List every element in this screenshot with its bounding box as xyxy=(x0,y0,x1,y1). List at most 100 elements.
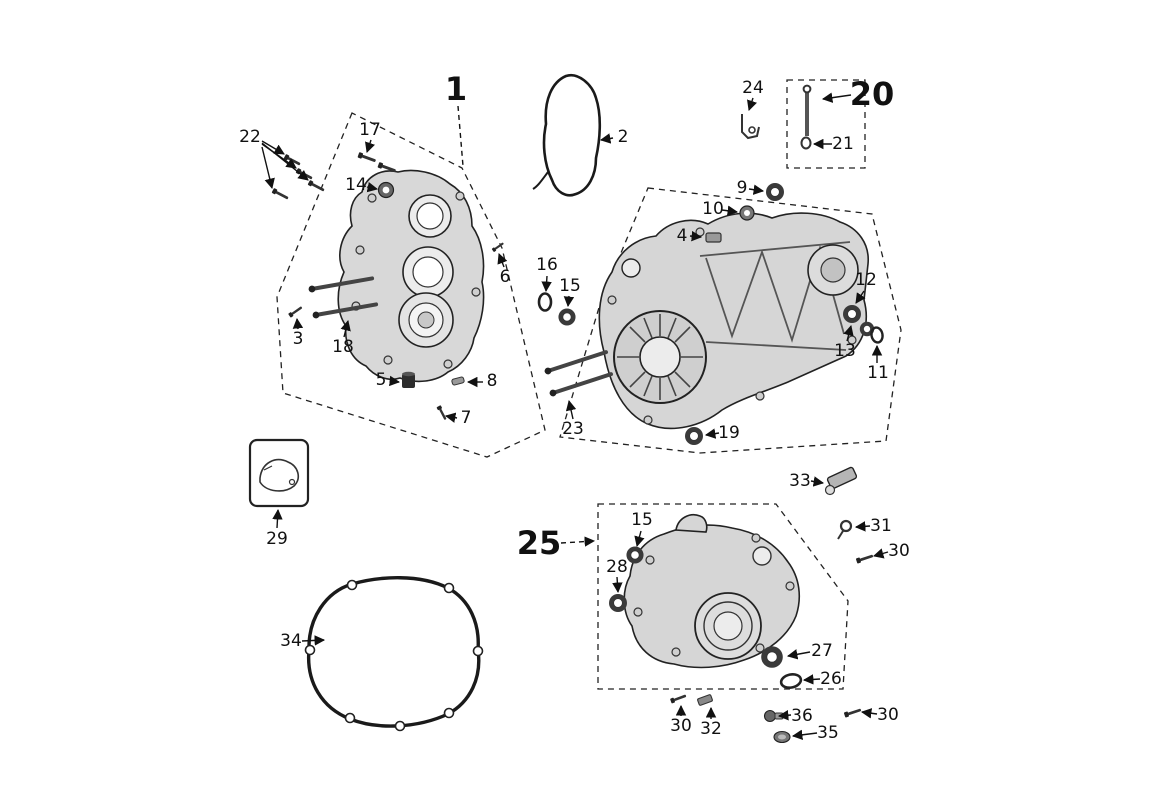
part-label-11: 11 xyxy=(867,363,889,383)
part-label-24: 24 xyxy=(742,78,764,98)
part-30-screw-bottom-left xyxy=(669,693,687,704)
leader-line-part-34 xyxy=(301,635,326,646)
part-28-seal xyxy=(608,593,628,613)
part-2-gasket xyxy=(532,73,602,197)
part-label-27: 27 xyxy=(811,641,833,661)
part-label-1: 1 xyxy=(445,70,467,108)
leader-line-part-9 xyxy=(748,184,765,195)
part-label-31: 31 xyxy=(870,516,892,536)
part-15-seal-cover xyxy=(626,546,644,564)
leader-line-part-14 xyxy=(366,181,379,193)
leader-line-part-7 xyxy=(444,412,458,423)
region-assembly-1 xyxy=(276,112,546,458)
part-label-5: 5 xyxy=(376,370,387,390)
part-33-union xyxy=(824,466,858,496)
leader-line-part-17 xyxy=(365,139,375,153)
part-label-30: 30 xyxy=(877,705,899,725)
part-label-36: 36 xyxy=(791,706,813,726)
part-label-33: 33 xyxy=(789,471,811,491)
part-crankcase-right xyxy=(598,212,869,430)
part-11-oring xyxy=(870,326,884,344)
part-22-screws xyxy=(271,153,326,201)
leader-line-part-4 xyxy=(689,230,703,242)
part-label-22: 22 xyxy=(239,127,261,147)
leader-line-part-16 xyxy=(541,275,552,293)
part-label-8: 8 xyxy=(487,371,498,391)
leader-line-part-30 xyxy=(860,708,878,719)
part-1-crankcase-left xyxy=(337,169,485,383)
part-label-19: 19 xyxy=(718,423,740,443)
leader-line-part-36 xyxy=(777,709,792,721)
dashed-leader-part-1 xyxy=(457,105,464,167)
leader-line-part-18 xyxy=(340,319,351,338)
part-27-seal xyxy=(760,645,784,669)
leader-line-part-22 xyxy=(261,140,285,155)
part-30-screw-bottom-right xyxy=(843,707,862,718)
part-32-spacer xyxy=(697,694,713,706)
part-9-seal xyxy=(765,182,785,202)
leader-line-part-28 xyxy=(612,576,623,594)
part-4-dowel xyxy=(705,232,722,243)
part-label-14: 14 xyxy=(345,175,367,195)
part-label-13: 13 xyxy=(834,341,856,361)
leader-line-part-33 xyxy=(810,476,825,487)
part-label-29: 29 xyxy=(266,529,288,549)
leader-line-part-20 xyxy=(821,92,852,103)
leader-line-part-22 xyxy=(261,146,275,190)
dashed-leader-part-25 xyxy=(560,536,596,547)
part-label-26: 26 xyxy=(820,669,842,689)
part-8-pin xyxy=(451,376,465,386)
part-label-16: 16 xyxy=(536,255,558,275)
part-label-21: 21 xyxy=(832,134,854,154)
part-label-18: 18 xyxy=(332,337,354,357)
part-label-17: 17 xyxy=(359,120,381,140)
region-assembly-25 xyxy=(597,503,849,690)
leader-line-part-19 xyxy=(704,428,720,439)
part-25-cover xyxy=(623,514,801,669)
leader-line-part-5 xyxy=(389,375,401,387)
part-30-screw-upper xyxy=(855,553,874,564)
part-31-clip xyxy=(837,519,853,540)
leader-line-part-13 xyxy=(843,324,854,342)
part-10-washer xyxy=(739,205,755,221)
leader-line-part-26 xyxy=(802,674,821,685)
part-label-32: 32 xyxy=(700,719,722,739)
leader-line-part-35 xyxy=(791,729,818,741)
part-label-23: 23 xyxy=(562,419,584,439)
part-label-15: 15 xyxy=(559,276,581,296)
leader-line-part-10 xyxy=(721,205,739,216)
part-15-seal xyxy=(558,308,576,326)
part-label-3: 3 xyxy=(293,329,304,349)
leader-line-part-15 xyxy=(563,295,575,308)
part-label-25: 25 xyxy=(517,524,562,562)
part-label-30: 30 xyxy=(888,541,910,561)
part-5-plug xyxy=(402,371,415,388)
part-14-washer xyxy=(377,181,395,199)
part-label-15: 15 xyxy=(631,510,653,530)
part-label-34: 34 xyxy=(280,631,302,651)
leader-line-part-2 xyxy=(599,133,614,144)
part-21-dipstick xyxy=(800,84,812,150)
part-7-screw xyxy=(436,405,448,421)
leader-line-part-29 xyxy=(272,508,283,529)
leader-line-part-27 xyxy=(786,649,811,660)
region-assembly-20 xyxy=(786,79,866,169)
part-label-35: 35 xyxy=(817,723,839,743)
leader-line-part-6 xyxy=(497,253,508,268)
part-label-10: 10 xyxy=(702,199,724,219)
part-label-4: 4 xyxy=(677,226,688,246)
leader-line-part-22 xyxy=(261,142,309,181)
part-16-oring xyxy=(537,292,553,312)
region-assembly-right-case xyxy=(559,187,902,454)
leader-line-part-30 xyxy=(872,548,889,559)
part-label-30: 30 xyxy=(670,716,692,736)
part-24-bracket xyxy=(741,114,760,140)
part-6-screw xyxy=(491,241,505,253)
part-29-kit xyxy=(248,438,310,508)
part-label-28: 28 xyxy=(606,557,628,577)
part-label-9: 9 xyxy=(737,178,748,198)
leader-line-part-15 xyxy=(634,530,645,548)
part-35-cap xyxy=(773,730,791,744)
part-19-seal xyxy=(684,426,704,446)
